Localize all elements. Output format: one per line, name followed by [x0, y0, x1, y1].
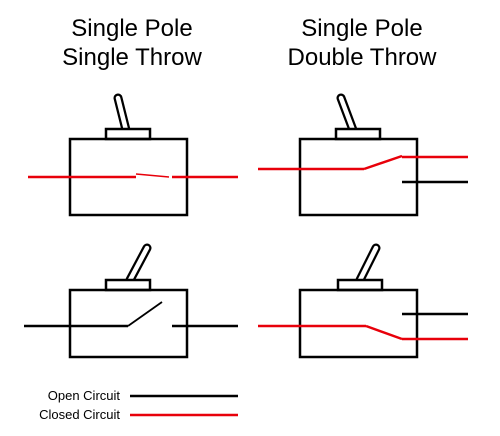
toggle-base: [336, 278, 384, 292]
toggle-base: [334, 127, 382, 141]
switch-body: [298, 288, 419, 359]
toggle-lever-inner: [338, 95, 356, 133]
closed-contact: [135, 173, 170, 178]
toggle-lever-inner: [115, 95, 129, 133]
toggle-lever-inner: [127, 245, 150, 283]
spst-open-switch: [24, 243, 238, 359]
legend-closed-label: Closed Circuit: [39, 407, 120, 422]
spst-heading-line1: Single Pole: [71, 15, 193, 42]
spst-heading: Single Pole Single Throw: [32, 14, 232, 72]
open-contact-arm: [127, 301, 163, 327]
closed-contact-arm: [365, 324, 403, 341]
spdt-heading-line1: Single Pole: [301, 15, 423, 42]
switch-body: [298, 137, 419, 217]
spdt-heading-line2: Double Throw: [287, 44, 437, 71]
closed-contact-arm: [363, 154, 403, 171]
spdt-upper-closed-switch: [258, 93, 468, 217]
legend-open-label: Open Circuit: [47, 388, 120, 403]
switch-body: [68, 288, 189, 359]
spst-heading-line2: Single Throw: [62, 44, 202, 71]
spdt-lower-closed-switch: [258, 243, 468, 359]
toggle-base: [104, 278, 152, 292]
toggle-lever-inner: [357, 245, 379, 283]
spst-closed-switch: [28, 93, 238, 217]
toggle-base: [104, 127, 152, 141]
spdt-heading: Single Pole Double Throw: [262, 14, 462, 72]
